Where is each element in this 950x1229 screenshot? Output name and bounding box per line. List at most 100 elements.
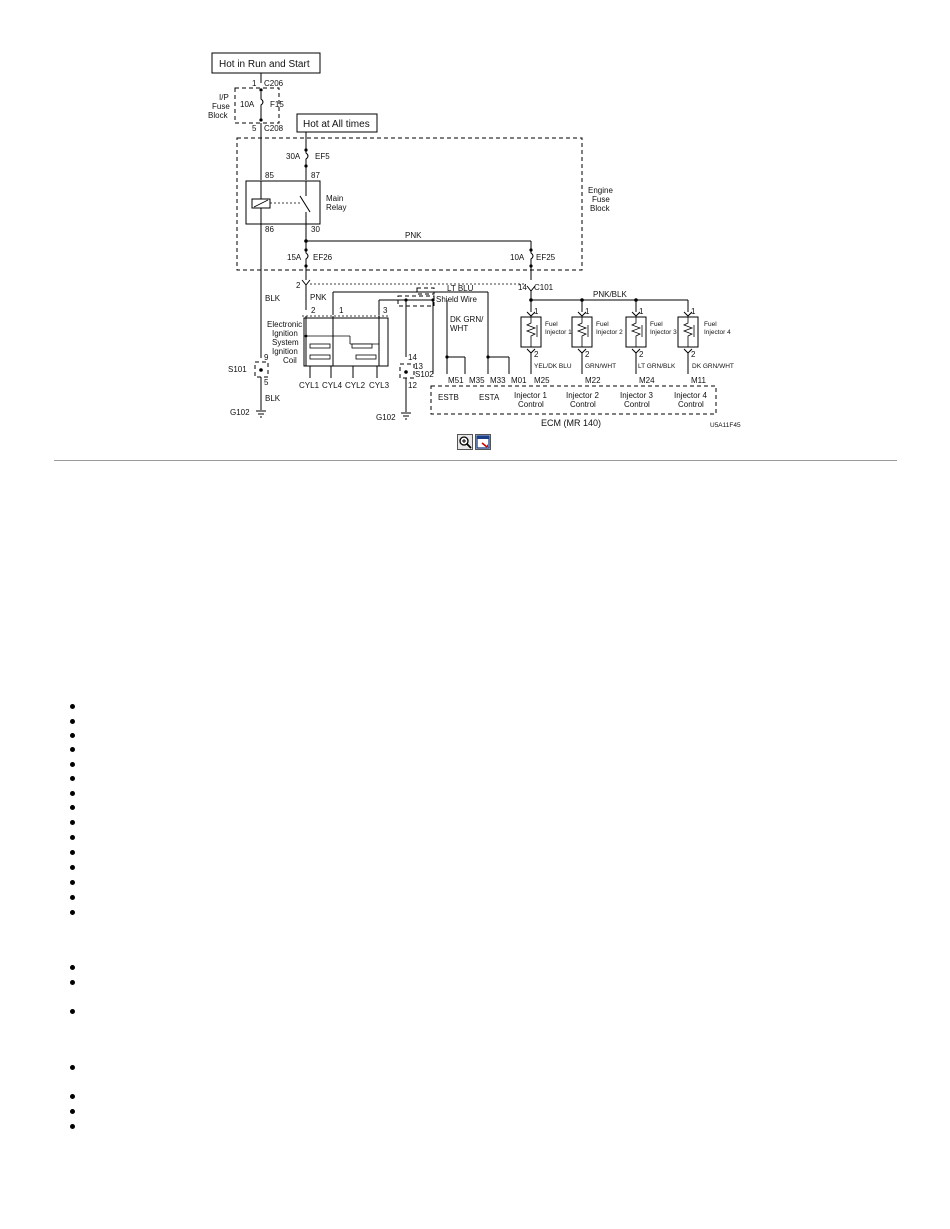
coil-label-3: System	[272, 338, 299, 347]
figure-id: U5A11F45	[710, 422, 741, 429]
injector-pin-top: 1	[691, 307, 696, 316]
ecm-inj3-control-1: Injector 3	[620, 391, 653, 400]
list-bullet	[70, 1065, 75, 1070]
lt-blu-label: LT BLU	[447, 284, 474, 293]
blk-upper-label: BLK	[265, 294, 281, 303]
ecm-inj2-control-2: Control	[570, 400, 596, 409]
open-window-icon	[476, 435, 490, 449]
cyl-label-3: CYL3	[369, 381, 390, 390]
ecm-inj1-control-1: Injector 1	[514, 391, 547, 400]
list-bullet	[70, 704, 75, 709]
coil-label-1: Electronic	[267, 320, 302, 329]
engine-fuse-label-2: Fuse	[592, 195, 610, 204]
ip-fuse-block-label-1: I/P	[219, 93, 229, 102]
ecm-pin-m35: M35	[469, 376, 485, 385]
ef5-amp: 30A	[286, 152, 301, 161]
coil-label-4: Ignition	[272, 347, 298, 356]
ecm-label: ECM (MR 140)	[541, 418, 601, 428]
pnk-top-label: PNK	[405, 231, 422, 240]
list-bullet	[70, 965, 75, 970]
ecm-inj3-control-2: Control	[624, 400, 650, 409]
g102-left-label: G102	[230, 408, 250, 417]
cyl-label-2: CYL2	[345, 381, 366, 390]
ip-fuse-block-label-2: Fuse	[212, 102, 230, 111]
injector-pin-top: 1	[534, 307, 539, 316]
engine-fuse-label-3: Block	[590, 204, 611, 213]
coil-pin-3: 3	[383, 306, 388, 315]
list-bullet	[70, 1109, 75, 1114]
list-bullet	[70, 835, 75, 840]
coil-pin-1: 1	[339, 306, 344, 315]
pnk-coil-label: PNK	[310, 293, 327, 302]
shield-wire-label: Shield Wire	[436, 295, 477, 304]
ecm-pin-m11: M11	[691, 376, 707, 385]
injector-label-2: Injector 1	[545, 329, 572, 336]
list-bullet	[70, 791, 75, 796]
fuel-injector-2: 1 Fuel Injector 2 2 GRN/WHT	[571, 307, 623, 374]
ecm-pin-m33: M33	[490, 376, 506, 385]
list-bullet	[70, 895, 75, 900]
injector-label-1: Fuel	[545, 321, 558, 328]
s102-pin-14: 14	[408, 353, 417, 362]
list-bullet	[70, 980, 75, 985]
relay-pin-30: 30	[311, 225, 320, 234]
injector-pin-bottom: 2	[691, 350, 696, 359]
zoom-button[interactable]	[457, 434, 473, 450]
ecm-pin-m01: M01	[511, 376, 527, 385]
c208-label: C208	[264, 124, 284, 133]
hot-all-times-label: Hot at All times	[303, 119, 370, 130]
cyl-label-1: CYL1	[299, 381, 320, 390]
coil-label-2: Ignition	[272, 329, 298, 338]
injector-wire-color: GRN/WHT	[585, 363, 616, 370]
list-bullet	[70, 719, 75, 724]
injector-label-2: Injector 2	[596, 329, 623, 336]
coil-pin-2: 2	[311, 306, 316, 315]
injector-wire-color: DK GRN/WHT	[692, 363, 734, 370]
injector-label-1: Fuel	[596, 321, 609, 328]
injector-pin-bottom: 2	[639, 350, 644, 359]
ip-fuse-block-label-3: Block	[208, 111, 229, 120]
c101-right-pin: 14	[518, 283, 527, 292]
relay-pin-85: 85	[265, 171, 274, 180]
ecm-pin-m24: M24	[639, 376, 655, 385]
injector-label-2: Injector 4	[704, 329, 731, 336]
ecm-estb: ESTB	[438, 393, 459, 402]
list-bullet	[70, 747, 75, 752]
ef5-label: EF5	[315, 152, 330, 161]
ecm-inj1-control-2: Control	[518, 400, 544, 409]
ef25-label: EF25	[536, 253, 556, 262]
injector-pin-bottom: 2	[585, 350, 590, 359]
ecm-pin-m51: M51	[448, 376, 464, 385]
s102-pin-12: 12	[408, 381, 417, 390]
ecm-inj2-control-1: Injector 2	[566, 391, 599, 400]
list-bullet	[70, 733, 75, 738]
injector-label-1: Fuel	[650, 321, 663, 328]
c206-pin: 1	[252, 79, 257, 88]
list-bullet	[70, 910, 75, 915]
fuel-injector-4: 1 Fuel Injector 4 2 DK GRN/WHT	[677, 307, 734, 374]
ef26-amp: 15A	[287, 253, 302, 262]
diagram-toolbar	[457, 434, 491, 450]
ecm-inj4-control-2: Control	[678, 400, 704, 409]
list-bullet	[70, 776, 75, 781]
g102-mid-label: G102	[376, 413, 396, 422]
hot-all-times-box	[296, 113, 378, 133]
fuel-injector-1: 1 Fuel Injector 1 2 YEL/DK BLU	[520, 307, 572, 374]
ef25-amp: 10A	[510, 253, 525, 262]
c208-pin: 5	[252, 124, 257, 133]
fuel-injector-3: 1 Fuel Injector 3 2 LT GRN/BLK	[625, 307, 677, 374]
ecm-esta: ESTA	[479, 393, 500, 402]
injector-pin-bottom: 2	[534, 350, 539, 359]
cyl-label-4: CYL4	[322, 381, 343, 390]
engine-fuse-label-1: Engine	[588, 186, 613, 195]
open-view-button[interactable]	[475, 434, 491, 450]
ecm-inj4-control-1: Injector 4	[674, 391, 707, 400]
list-bullet	[70, 1094, 75, 1099]
injector-wire-color: LT GRN/BLK	[638, 363, 676, 370]
f15-amp: 10A	[240, 100, 255, 109]
c101-label: C101	[534, 283, 554, 292]
relay-pin-87: 87	[311, 171, 320, 180]
ecm-pin-m22: M22	[585, 376, 601, 385]
dk-grn-wht-label-1: DK GRN/	[450, 315, 484, 324]
section-divider	[54, 460, 897, 461]
